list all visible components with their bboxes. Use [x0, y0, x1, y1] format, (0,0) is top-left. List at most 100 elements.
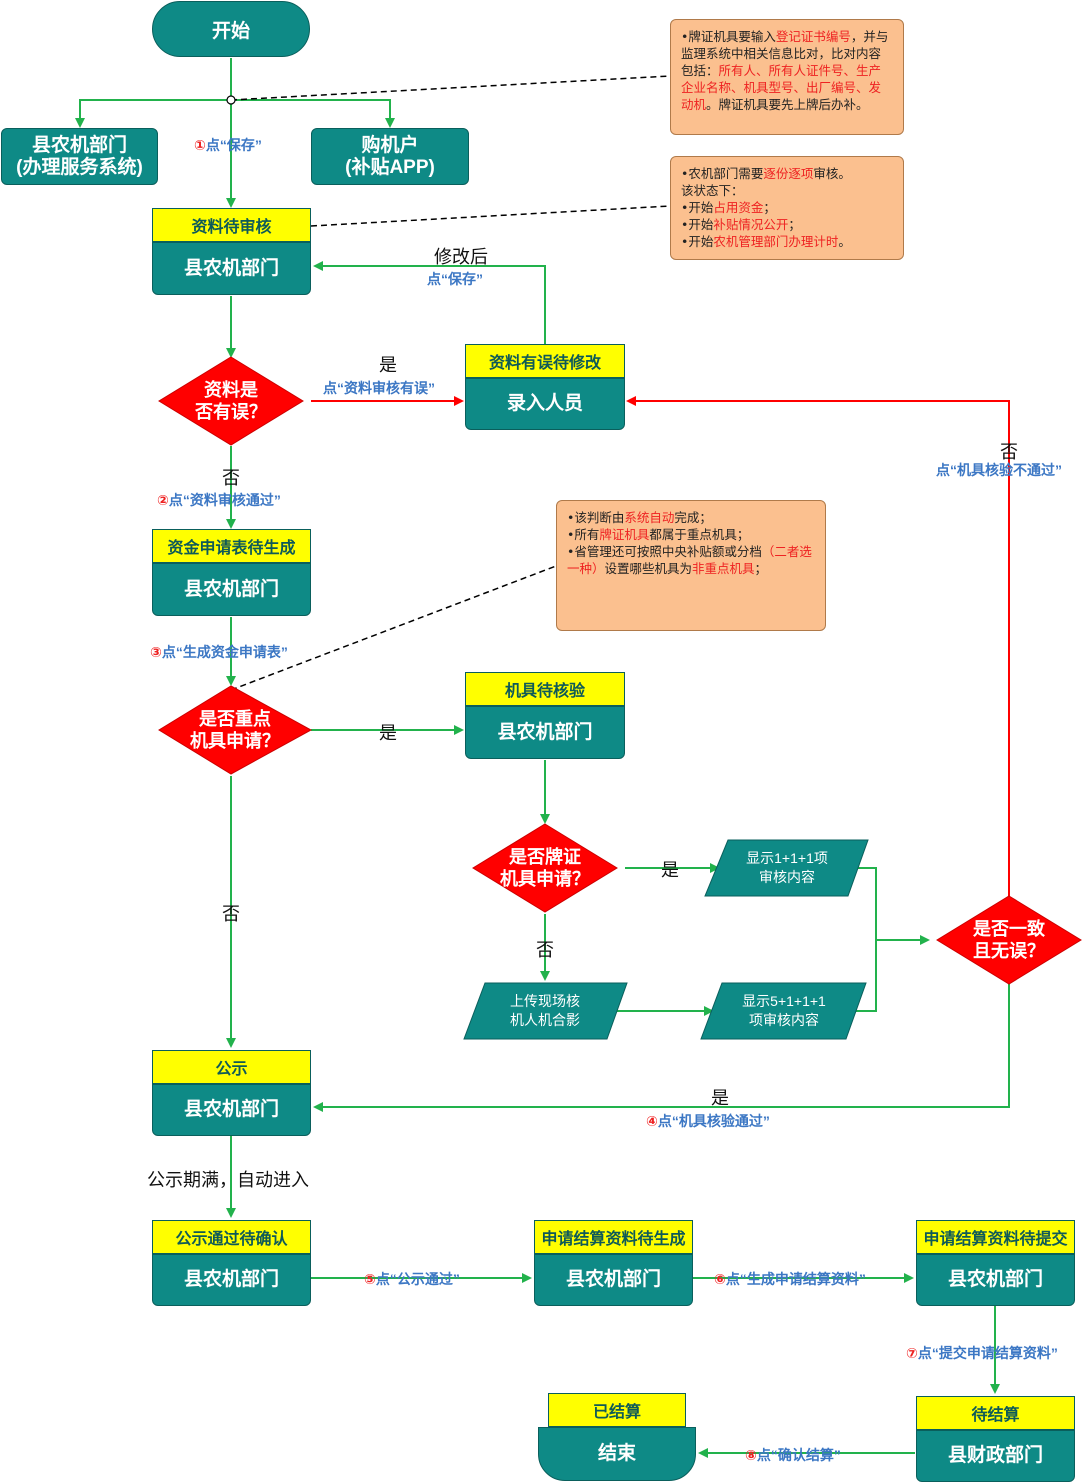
action-a5-text: 点“公示通过”: [375, 1271, 460, 1287]
fund-status-header: 资金申请表待生成: [152, 529, 311, 563]
action-data-wrong-text: 点“资料审核有误”: [323, 380, 435, 396]
note-n3-run-8: ；: [754, 561, 768, 576]
review-status-header: 资料待审核: [152, 208, 311, 242]
note-n2-run-5: 补贴情况公开: [713, 217, 789, 232]
note-n3-run-7: 非重点机具: [692, 561, 755, 576]
county-dept-system-box: 县农机部门 (办理服务系统): [1, 128, 158, 185]
note-n2-run-2: 审核。 该状态下： •开始: [681, 166, 851, 215]
verify-status-label: 机具待核验: [504, 683, 585, 700]
decision-plate-machine-shape: [472, 823, 618, 913]
note-n1-run-1: 登记证书编号: [775, 29, 851, 44]
arrow-split-left: [75, 99, 231, 128]
review-status-label: 资料待审核: [191, 219, 272, 236]
fix-status-label: 资料有误待修改: [488, 355, 601, 372]
note1-leader: [230, 75, 671, 101]
action-data-wrong: 点“资料审核有误”: [323, 378, 435, 398]
note2-leader: [310, 205, 671, 227]
action-a3-num: ③: [150, 644, 162, 660]
decision-data-error-shape: [158, 356, 304, 446]
action-a8: ⑧点“确认结算”: [745, 1445, 841, 1465]
decision-key-machine: 是否重点 机具申请？: [159, 686, 311, 774]
verify-dept-label: 县农机部门: [497, 721, 593, 743]
decision-consistent-shape: [936, 895, 1082, 985]
pending-settle-status-header: 待结算: [916, 1396, 1075, 1430]
note-n2-run-6: ； •开始: [681, 217, 801, 249]
label-yes-key: 是: [379, 723, 397, 743]
note-n1-run-3: 所有人、所有人证件号、生产企业名称、机具型号、出厂编号、发动机: [681, 63, 882, 112]
fund-dept-box: 县农机部门: [152, 563, 311, 616]
action-a8-num: ⑧: [745, 1447, 757, 1463]
label-publicity-expire: 公示期满，自动进入: [147, 1170, 309, 1190]
note-n3-run-3: 牌证机具: [599, 527, 650, 542]
label-no-data-error: 否: [222, 468, 240, 488]
label-no-key: 否: [222, 904, 240, 924]
note-n2-run-4: ； •开始: [681, 200, 776, 232]
note-n2-run-7: 农机管理部门办理计时: [713, 234, 839, 249]
publicity-dept-box: 县农机部门: [152, 1084, 311, 1136]
action-verify-fail: 点“机具核验不通过”: [936, 460, 1062, 480]
confirm-dept-box: 县农机部门: [152, 1254, 311, 1306]
label-no-plate: 否: [536, 940, 554, 960]
note-plate-check: •牌证机具要输入登记证书编号，并与监理系统中相关信息比对，比对内容包括：所有人、…: [670, 19, 904, 135]
decision-consistent-label: 是否一致 且无误？: [973, 919, 1045, 961]
action-a2-text: 点“资料审核通过”: [168, 492, 281, 508]
action-a3-text: 点“生成资金申请表”: [161, 644, 288, 660]
action-a1-text: 点“保存”: [205, 137, 262, 153]
note-n2-run-8: 。: [838, 234, 851, 249]
end-terminal: 结束: [538, 1427, 696, 1481]
settle-gen-status-label: 申请结算资料待生成: [541, 1231, 686, 1248]
action-a4: ④点“机具核验通过”: [646, 1111, 770, 1131]
action-a2: ②点“资料审核通过”: [157, 490, 281, 510]
fund-status-label: 资金申请表待生成: [167, 540, 296, 557]
action-a2-num: ②: [157, 492, 169, 508]
decision-key-machine-shape: [158, 685, 313, 775]
label-yes-consistent: 是: [711, 1088, 729, 1108]
action-a3: ③点“生成资金申请表”: [150, 642, 288, 662]
start-terminal: 开始: [152, 1, 310, 57]
label-no-consistent: 否: [1000, 442, 1018, 462]
fix-status-header: 资料有误待修改: [465, 344, 625, 378]
settle-gen-dept-box: 县农机部门: [534, 1254, 693, 1306]
verify-status-header: 机具待核验: [465, 672, 625, 706]
decision-plate-machine-label: 是否牌证 机具申请？: [500, 847, 590, 889]
settle-submit-dept-box: 县农机部门: [916, 1254, 1075, 1306]
pending-settle-dept-box: 县财政部门: [916, 1430, 1075, 1482]
action-a6: ⑥点“生成申请结算资料”: [714, 1269, 866, 1289]
note-n3-run-6: 设置哪些机具为: [604, 561, 693, 576]
io-show111-label: 显示1+1+1项 审核内容: [746, 850, 828, 885]
verify-dept-box: 县农机部门: [465, 706, 625, 759]
buyer-app-box: 购机户 (补贴APP): [311, 128, 469, 185]
publicity-dept-label: 县农机部门: [183, 1099, 279, 1120]
arrow-consistent-yes: [313, 984, 1010, 1112]
decision-plate-machine: 是否牌证 机具申请？: [473, 824, 617, 912]
note-n1-run-0: •牌证机具要输入: [681, 29, 776, 44]
review-dept-label: 县农机部门: [183, 257, 279, 279]
decision-key-machine-label: 是否重点 机具申请？: [190, 709, 280, 751]
note-n3-run-4: 都属于重点机具； •省管理还可按照中央补贴额或分档: [567, 527, 762, 559]
note-n1-run-4: 。牌证机具要先上牌后办补。: [706, 97, 869, 112]
settle-submit-dept-label: 县农机部门: [947, 1269, 1043, 1290]
settle-submit-status-header: 申请结算资料待提交: [916, 1220, 1075, 1254]
action-a8-text: 点“确认结算”: [756, 1447, 841, 1463]
arrow-show111-merge: [858, 867, 930, 945]
note-n3-run-0: •该判断由: [567, 510, 625, 525]
io-upload-shape: [463, 982, 628, 1040]
action-a1: ①点“保存”: [194, 135, 262, 155]
note-review-state: •农机部门需要逐份逐项审核。 该状态下： •开始占用资金； •开始补贴情况公开；…: [670, 156, 904, 260]
arrow-consistent-no: [626, 396, 1010, 896]
split-junction: [226, 95, 236, 105]
note-n3-run-5: （二者选一种）: [567, 544, 812, 576]
end-status-header: 已结算: [548, 1393, 686, 1427]
confirm-dept-label: 县农机部门: [183, 1269, 279, 1290]
pending-settle-status-label: 待结算: [971, 1407, 1020, 1424]
start-label: 开始: [211, 20, 250, 42]
action-a4-text: 点“机具核验通过”: [657, 1113, 770, 1129]
label-after-modify: 修改后: [434, 247, 488, 267]
action-save: 点“保存”: [427, 269, 483, 289]
action-a5: ⑤点“公示通过”: [364, 1269, 460, 1289]
settle-submit-status-label: 申请结算资料待提交: [923, 1231, 1068, 1248]
arrow-fix-back: [313, 261, 546, 344]
io-upload-photo-label: 上传现场核 机人机合影: [510, 993, 580, 1028]
note-n3-run-1: 系统自动: [624, 510, 675, 525]
publicity-status-header: 公示: [152, 1050, 311, 1084]
